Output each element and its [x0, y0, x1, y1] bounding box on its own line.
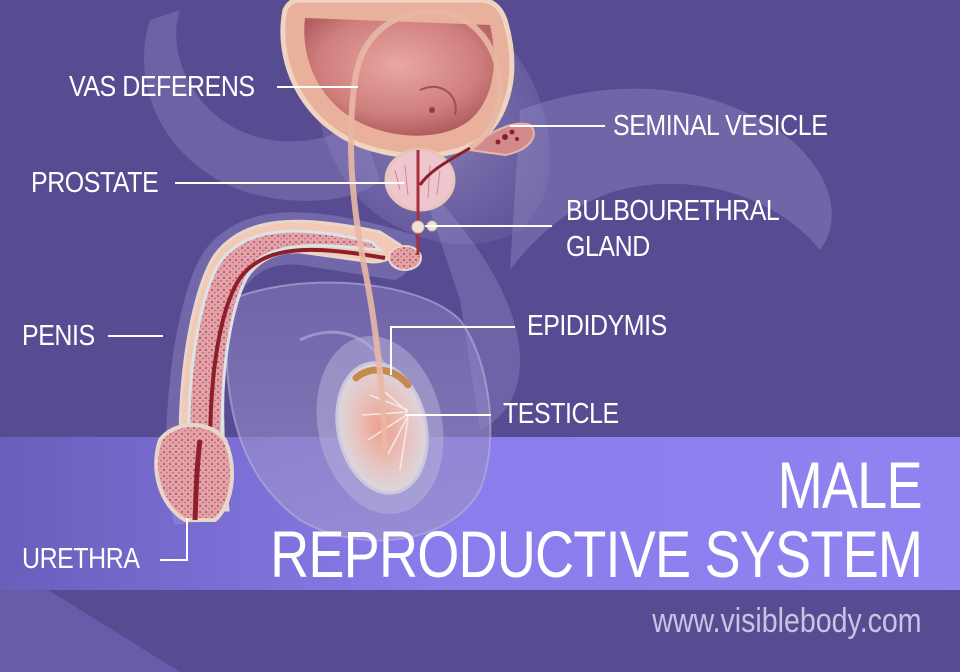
- label-epididymis: EPIDIDYMIS: [527, 310, 667, 342]
- title-line-1: MALE: [777, 448, 923, 522]
- label-bulbourethral-gland-line1: BULBOURETHRAL: [566, 195, 780, 227]
- label-seminal-vesicle: SEMINAL VESICLE: [613, 110, 828, 142]
- label-bulbourethral-gland-line2: GLAND: [566, 231, 650, 263]
- source-url: www.visiblebody.com: [652, 602, 922, 640]
- title-line-2: REPRODUCTIVE SYSTEM: [270, 517, 923, 591]
- leader-lines: [108, 86, 605, 561]
- label-urethra: URETHRA: [22, 543, 140, 575]
- label-testicle: TESTICLE: [503, 398, 619, 430]
- label-prostate: PROSTATE: [31, 167, 159, 199]
- label-vas-deferens: VAS DEFERENS: [69, 71, 255, 103]
- label-penis: PENIS: [22, 320, 95, 352]
